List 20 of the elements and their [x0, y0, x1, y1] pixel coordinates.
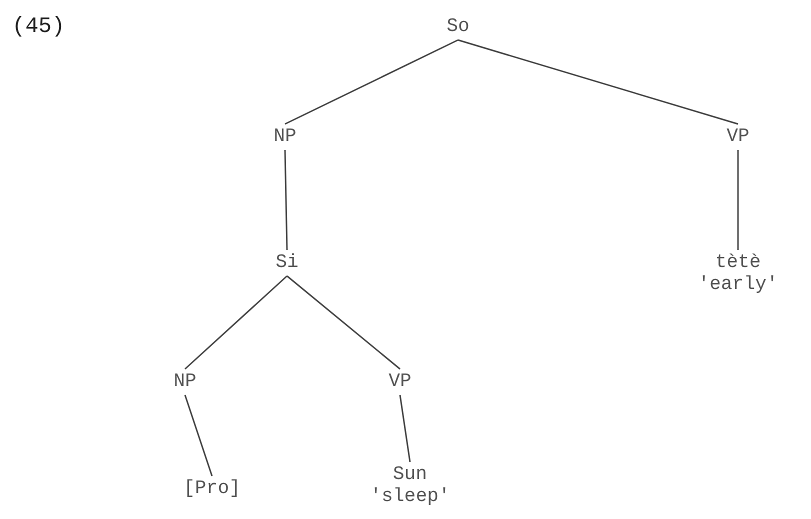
node-label: So	[446, 16, 470, 38]
tree-branch	[458, 39, 738, 125]
node-label: [Pro]	[184, 478, 240, 500]
node-label: NP	[174, 371, 196, 393]
example-number: (45)	[12, 13, 65, 41]
tree-branch	[284, 39, 458, 125]
node-label: Sun	[392, 464, 428, 486]
tree-branch	[399, 394, 411, 462]
tree-branch	[737, 150, 739, 250]
tree-branch	[184, 275, 288, 370]
node-label: NP	[274, 126, 296, 148]
tree-branch	[184, 394, 213, 476]
node-label: VP	[388, 371, 412, 393]
node-label: Si	[276, 252, 298, 274]
node-label: tètè	[715, 252, 761, 274]
node-label: VP	[726, 126, 750, 148]
gloss-text: 'early'	[698, 274, 778, 296]
tree-branch	[286, 275, 400, 370]
tree-branch	[284, 150, 288, 250]
gloss-text: 'sleep'	[370, 486, 450, 508]
